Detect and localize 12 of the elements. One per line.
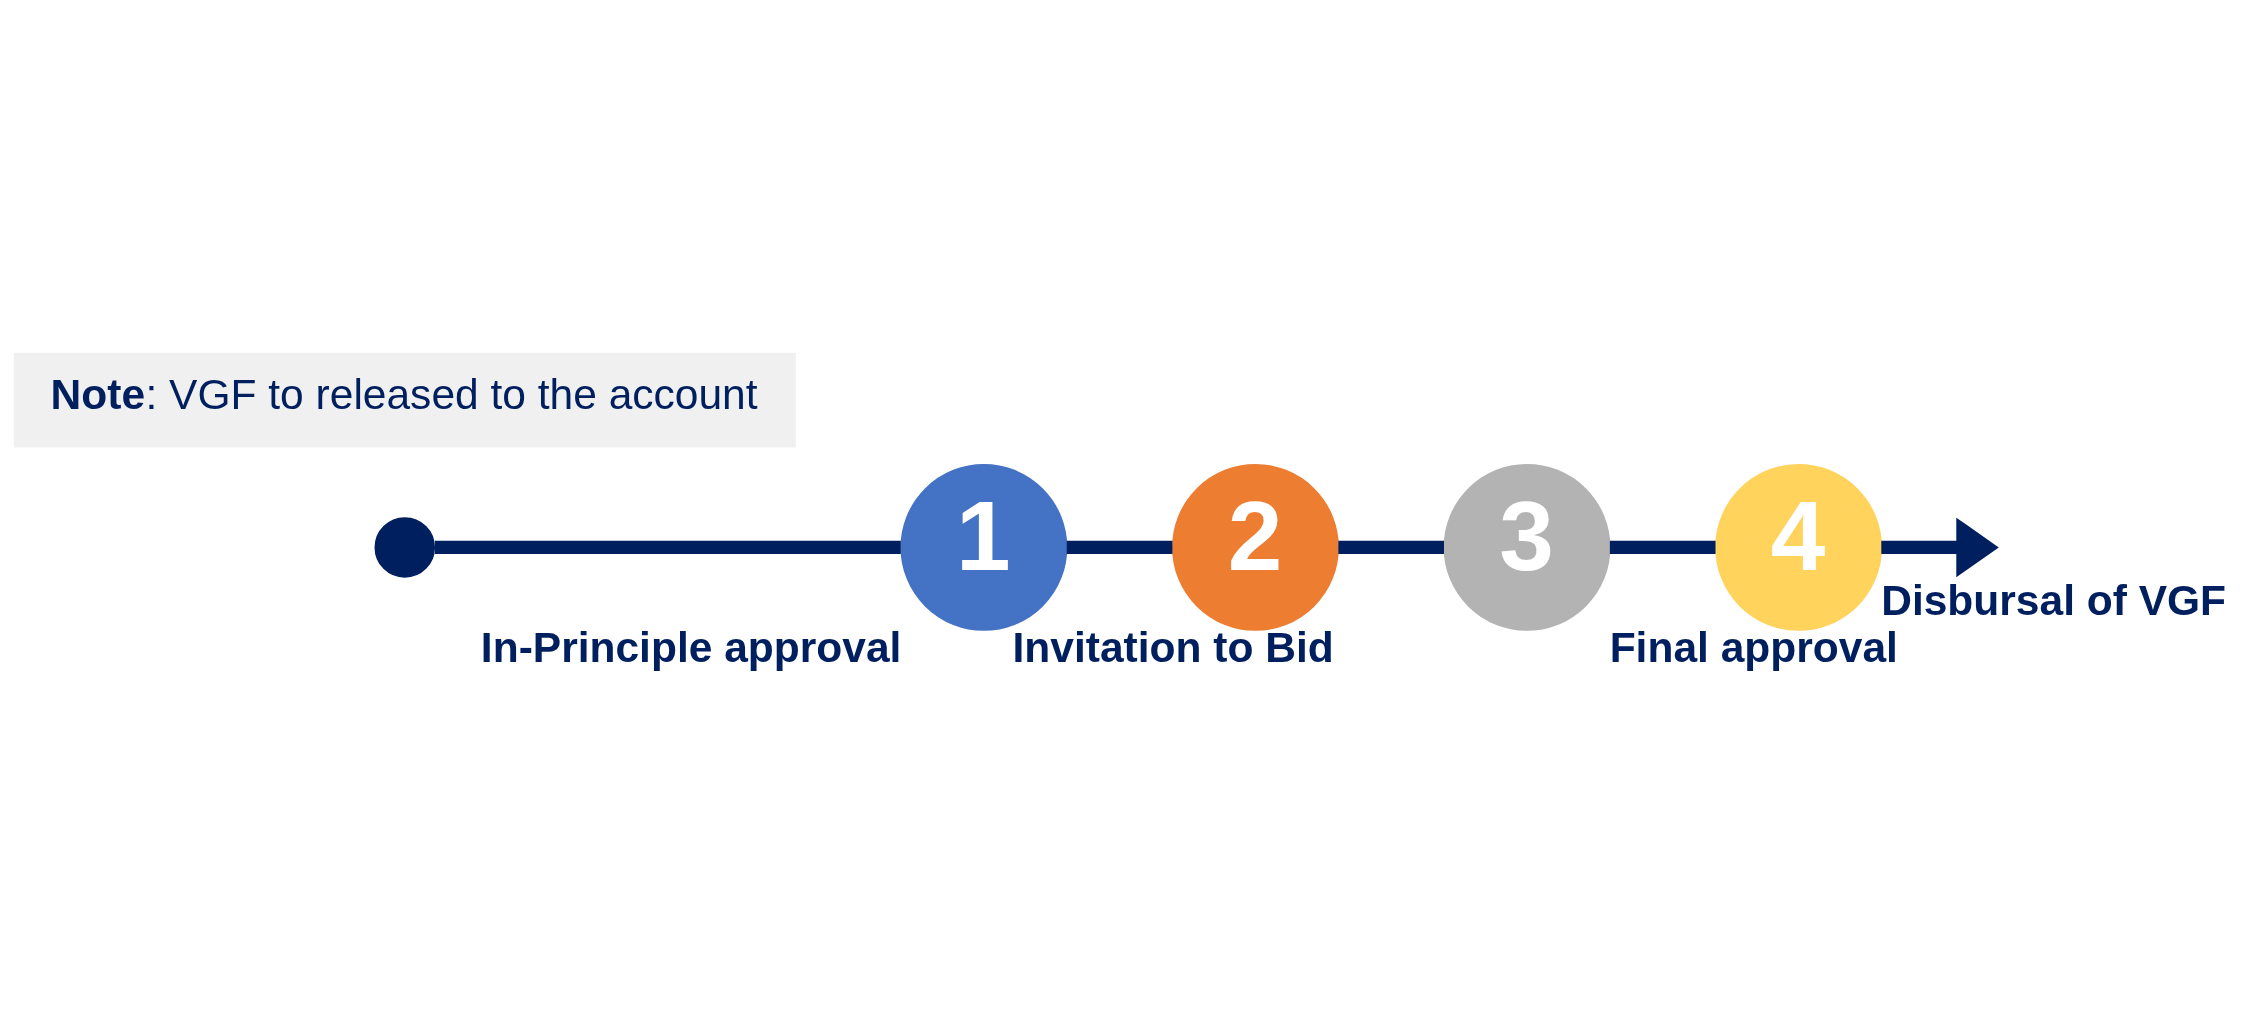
node-circle (374, 516, 436, 578)
node-circle: 2 (1172, 463, 1339, 631)
connector (1609, 540, 1716, 554)
connector (435, 540, 901, 554)
connector (1066, 540, 1173, 554)
arrow (1881, 517, 1999, 577)
connector (1338, 540, 1444, 554)
node-circle: 3 (1443, 463, 1611, 631)
node-label: In-Principle approval (480, 622, 902, 671)
node-circle: 4 (1715, 463, 1882, 631)
node-label: Disbursal of VGF (1881, 575, 2227, 624)
node-circle: 1 (900, 463, 1068, 631)
